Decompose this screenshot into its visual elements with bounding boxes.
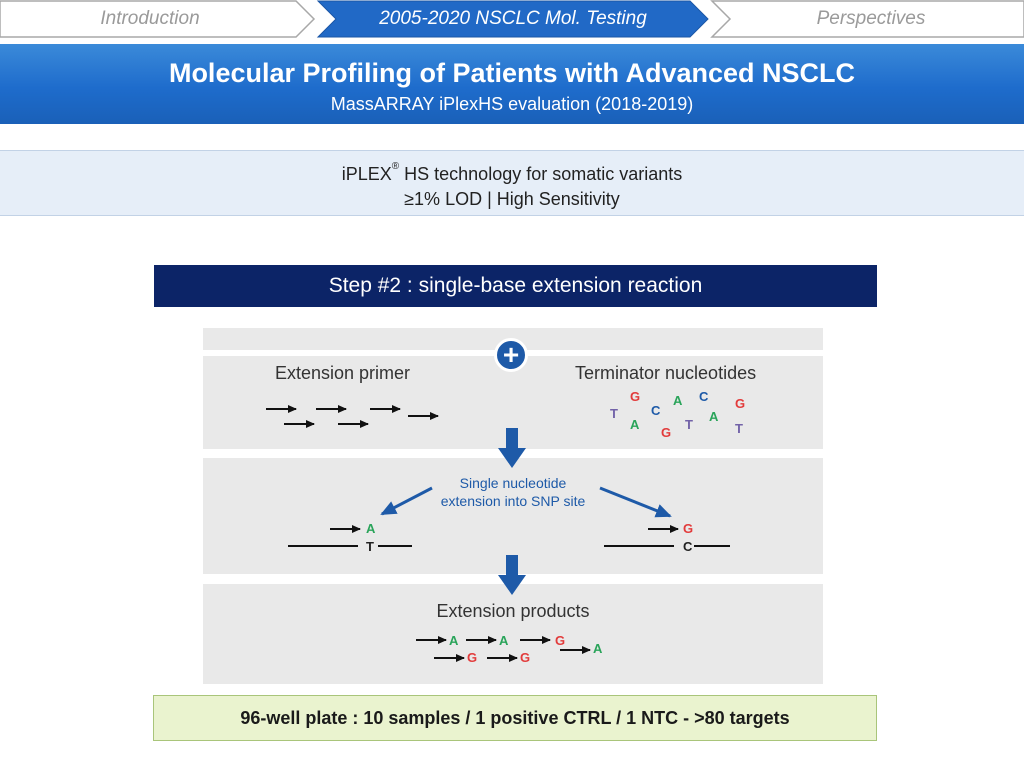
step-title: Step #2 : single-base extension reaction bbox=[328, 274, 703, 297]
right-extension-base: G bbox=[683, 521, 694, 536]
registered-mark: ® bbox=[391, 161, 400, 172]
terminator-base: T bbox=[735, 421, 743, 436]
nav-chevron-introduction[interactable] bbox=[0, 0, 316, 38]
slide-header: Molecular Profiling of Patients with Adv… bbox=[0, 44, 1024, 124]
snp-caption-line-1: Single nucleotide bbox=[459, 475, 567, 491]
down-arrow-icon bbox=[498, 555, 526, 595]
product-base: G bbox=[520, 650, 531, 665]
plate-summary-text: 96-well plate : 10 samples / 1 positive … bbox=[240, 708, 790, 728]
terminator-base: C bbox=[699, 389, 709, 404]
tech-description: HS technology for somatic variants bbox=[399, 164, 683, 184]
technology-line-2: ≥1% LOD | High Sensitivity bbox=[404, 189, 620, 209]
nav-chevron-molecular-testing[interactable] bbox=[316, 0, 709, 38]
primer-arrows bbox=[266, 405, 439, 428]
technology-line-1: iPLEX® HS technology for somatic variant… bbox=[0, 160, 1024, 185]
products-panel: Extension products A A G A G G bbox=[203, 584, 823, 684]
down-arrow-icon bbox=[498, 428, 526, 468]
left-snp-site bbox=[288, 525, 412, 547]
nav-item-molecular-testing[interactable]: 2005-2020 NSCLC Mol. Testing bbox=[379, 8, 647, 29]
terminator-base: A bbox=[630, 417, 640, 432]
snp-extension-caption: Single nucleotide extension into SNP sit… bbox=[203, 474, 823, 510]
technology-summary: iPLEX® HS technology for somatic variant… bbox=[0, 150, 1024, 216]
extension-panel: Single nucleotide extension into SNP sit… bbox=[203, 458, 823, 574]
terminator-base: T bbox=[685, 417, 693, 432]
diagonal-arrow-left bbox=[380, 486, 433, 516]
product-arrows bbox=[416, 636, 591, 662]
right-template-base: C bbox=[683, 539, 693, 554]
extension-products-label: Extension products bbox=[436, 601, 590, 621]
left-template-base: T bbox=[366, 539, 374, 554]
product-base: A bbox=[593, 641, 603, 656]
terminator-base: C bbox=[651, 403, 661, 418]
tech-name: iPLEX bbox=[341, 164, 392, 184]
diagonal-arrow-right bbox=[599, 486, 672, 518]
left-extension-base: A bbox=[366, 521, 376, 536]
plus-icon: + bbox=[494, 338, 528, 372]
terminator-nucleotides-label: Terminator nucleotides bbox=[575, 363, 757, 383]
product-base: G bbox=[555, 633, 566, 648]
terminator-base: T bbox=[610, 406, 618, 421]
product-base: G bbox=[467, 650, 478, 665]
slide-title: Molecular Profiling of Patients with Adv… bbox=[168, 58, 856, 88]
slide-subtitle: MassARRAY iPlexHS evaluation (2018-2019) bbox=[330, 94, 694, 114]
extension-primer-label: Extension primer bbox=[275, 363, 411, 383]
snp-caption-line-2: extension into SNP site bbox=[440, 493, 586, 509]
terminator-base: G bbox=[735, 396, 746, 411]
nav-chevrons bbox=[0, 0, 1024, 38]
terminator-base: A bbox=[673, 393, 683, 408]
terminator-base: G bbox=[661, 425, 672, 440]
terminator-base: G bbox=[630, 389, 641, 404]
terminator-base: A bbox=[709, 409, 719, 424]
nav-item-introduction[interactable]: Introduction bbox=[100, 8, 200, 29]
right-snp-site bbox=[604, 525, 730, 547]
product-base: A bbox=[499, 633, 509, 648]
step-banner: Step #2 : single-base extension reaction bbox=[154, 265, 877, 307]
product-base: A bbox=[449, 633, 459, 648]
nav-chevron-perspectives[interactable] bbox=[710, 0, 1024, 38]
nav-item-perspectives[interactable]: Perspectives bbox=[816, 8, 926, 29]
plate-summary: 96-well plate : 10 samples / 1 positive … bbox=[153, 695, 877, 741]
navigation-breadcrumb: Introduction 2005-2020 NSCLC Mol. Testin… bbox=[0, 0, 1024, 40]
